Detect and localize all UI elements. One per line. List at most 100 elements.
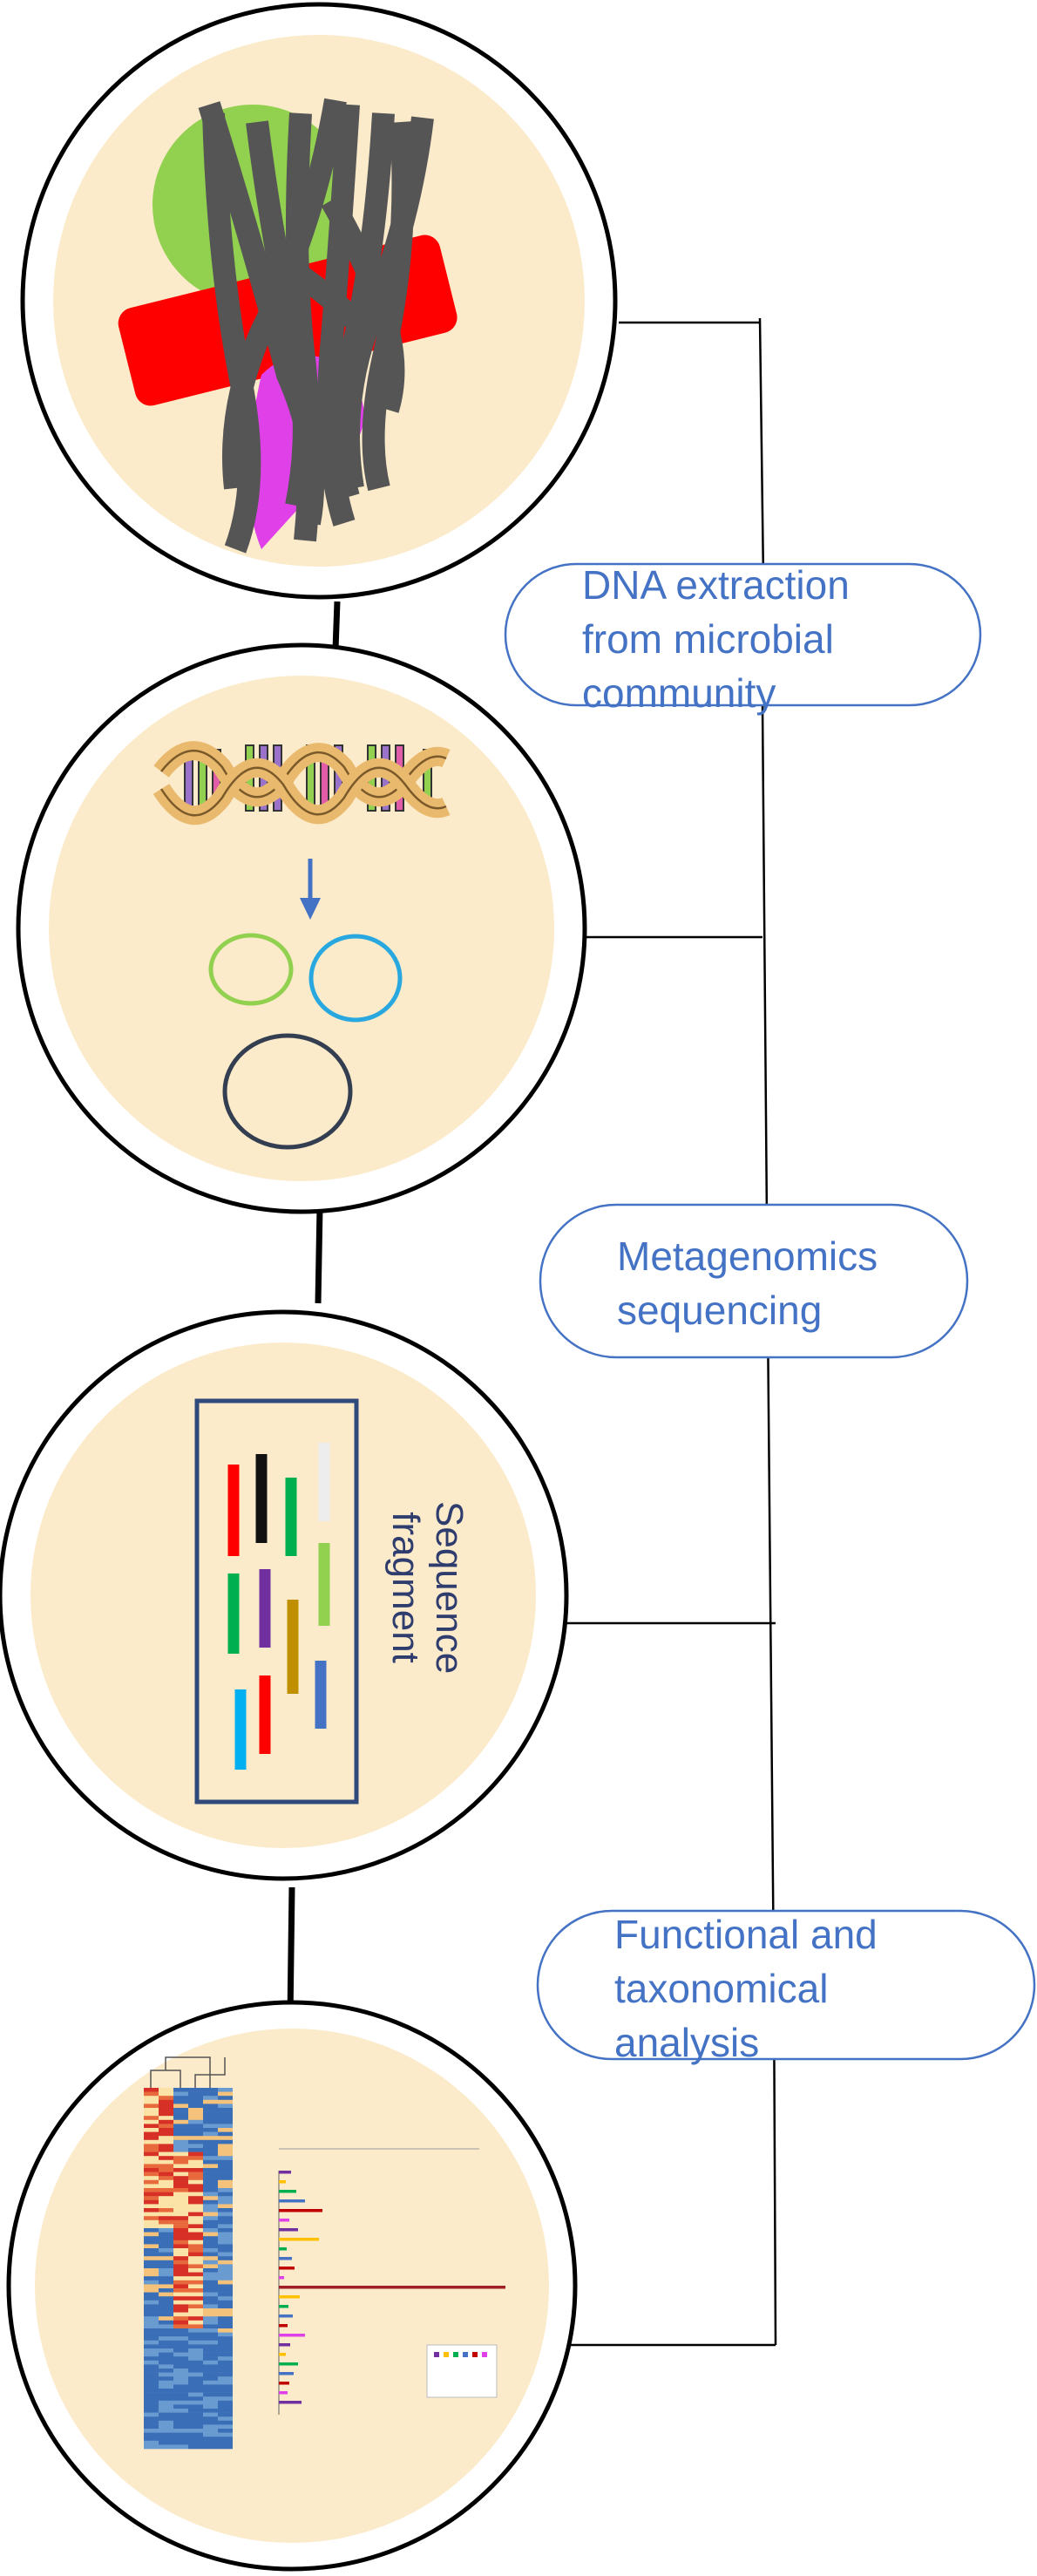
heatmap-cell [203, 2216, 218, 2221]
heatmap-cell [218, 2252, 233, 2257]
heatmap-cell [159, 2420, 173, 2425]
heatmap-cell [188, 2219, 203, 2225]
heatmap-cell [173, 2340, 188, 2345]
heatmap-cell [188, 2148, 203, 2152]
heatmap-cell [173, 2116, 188, 2121]
heatmap-cell [173, 2336, 188, 2342]
heatmap-cell [218, 2324, 233, 2329]
step-label-line: Functional and [614, 1912, 878, 1957]
heatmap-cell [144, 2108, 159, 2112]
heatmap-cell [188, 2312, 203, 2317]
heatmap-cell [144, 2392, 159, 2397]
heatmap-cell [218, 2429, 233, 2433]
heatmap-cell [188, 2184, 203, 2189]
heatmap-cell [173, 2248, 188, 2253]
heatmap-cell [203, 2188, 218, 2192]
bar [279, 2238, 319, 2241]
heatmap-cell [159, 2288, 173, 2293]
heatmap-cell [203, 2168, 218, 2172]
heatmap-cell [144, 2248, 159, 2253]
heatmap-cell [144, 2116, 159, 2121]
heatmap-cell [218, 2168, 233, 2172]
heatmap-cell [188, 2308, 203, 2313]
heatmap-cell [188, 2136, 203, 2141]
heatmap-cell [188, 2119, 203, 2124]
heatmap-cell [188, 2244, 203, 2249]
heatmap-cell [188, 2332, 203, 2337]
heatmap-cell [173, 2252, 188, 2257]
bar [279, 2334, 305, 2337]
heatmap-cell [188, 2340, 203, 2345]
heatmap-cell [188, 2364, 203, 2369]
heatmap-cell [173, 2328, 188, 2333]
heatmap-cell [203, 2288, 218, 2293]
heatmap-cell [203, 2199, 218, 2205]
heatmap-cell [173, 2280, 188, 2285]
step-label-line: from microbial [582, 616, 834, 662]
bar [279, 2209, 322, 2212]
heatmap-cell [188, 2260, 203, 2265]
heatmap-cell [144, 2396, 159, 2402]
heatmap-cell [159, 2164, 173, 2169]
step-label-line: sequencing [617, 1288, 823, 1333]
heatmap-cell [144, 2199, 159, 2205]
heatmap-cell [144, 2369, 159, 2373]
heatmap-cell [144, 2437, 159, 2442]
heatmap-cell [188, 2429, 203, 2433]
sequence-fragment-icon [194, 1398, 359, 1805]
bar [279, 2324, 288, 2328]
heatmap-cell [144, 2389, 159, 2393]
heatmap-cell [144, 2440, 159, 2445]
heatmap-cell [159, 2404, 173, 2409]
heatmap-cell [159, 2348, 173, 2353]
heatmap-cell [173, 2099, 188, 2104]
heatmap-cell [159, 2369, 173, 2373]
heatmap-cell [218, 2352, 233, 2357]
heatmap-cell [173, 2316, 188, 2321]
heatmap-cell [144, 2400, 159, 2405]
heatmap-cell [173, 2199, 188, 2205]
heatmap-cell [203, 2284, 218, 2289]
heatmap-cell [188, 2188, 203, 2192]
heatmap-cell [188, 2111, 203, 2117]
heatmap-cell [173, 2409, 188, 2413]
step-label-line: Metagenomics [617, 1234, 878, 1279]
heatmap-cell [159, 2148, 173, 2152]
heatmap-cell [188, 2128, 203, 2132]
heatmap-cell [218, 2369, 233, 2373]
heatmap-cell [159, 2124, 173, 2129]
heatmap-cell [144, 2336, 159, 2342]
heatmap-cell [218, 2139, 233, 2144]
heatmap-cell [218, 2328, 233, 2333]
heatmap-cell [203, 2376, 218, 2382]
heatmap-cell [159, 2139, 173, 2144]
heatmap-cell [159, 2252, 173, 2257]
heatmap-cell [203, 2380, 218, 2385]
heatmap-cell [188, 2096, 203, 2101]
heatmap-cell [144, 2159, 159, 2165]
heatmap-cell [159, 2119, 173, 2124]
heatmap-cell [188, 2356, 203, 2362]
heatmap-cell [218, 2099, 233, 2104]
heatmap-cell [218, 2151, 233, 2157]
bar [279, 2190, 296, 2193]
heatmap-cell [218, 2437, 233, 2442]
heatmap-cell [218, 2192, 233, 2197]
heatmap-cell [159, 2416, 173, 2422]
heatmap-cell [203, 2139, 218, 2144]
heatmap-cell [203, 2424, 218, 2430]
heatmap-cell [159, 2384, 173, 2389]
heatmap-cell [218, 2136, 233, 2141]
heatmap-cell [144, 2316, 159, 2321]
heatmap-cell [188, 2360, 203, 2365]
heatmap-cell [188, 2236, 203, 2241]
heatmap-cell [188, 2272, 203, 2277]
heatmap-cell [144, 2260, 159, 2265]
heatmap-cell [144, 2139, 159, 2144]
heatmap-cell [218, 2199, 233, 2205]
heatmap-cell [203, 2088, 218, 2092]
step-label-dna-extraction: DNA extraction from microbial community [582, 558, 850, 720]
heatmap-cell [173, 2256, 188, 2261]
heatmap-cell [203, 2248, 218, 2253]
heatmap-cell [203, 2389, 218, 2393]
